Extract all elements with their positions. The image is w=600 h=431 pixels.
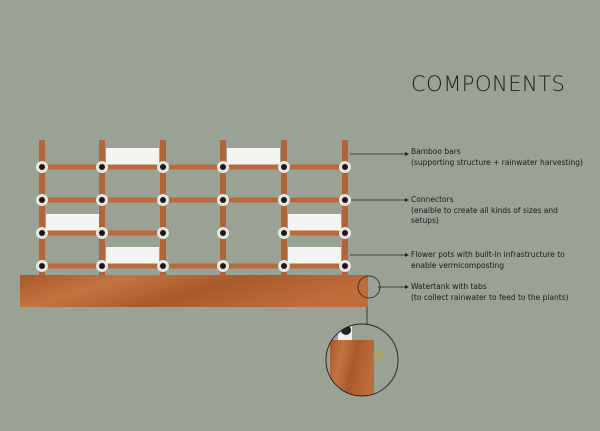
label-desc: (enalble to create all kinds of sizes an… xyxy=(411,205,558,226)
bamboo-bar xyxy=(42,197,102,203)
connector-hole xyxy=(160,164,166,170)
connector-hole xyxy=(281,263,287,269)
label-watertank: Watertank with tabs (to collect rainwate… xyxy=(411,282,569,303)
label-name: Bamboo bars xyxy=(411,147,461,156)
page-title: COMPONENTS xyxy=(411,72,566,96)
flower-pot xyxy=(46,214,99,231)
bamboo-bar xyxy=(102,263,163,269)
flower-pot xyxy=(227,148,280,165)
connector-hole xyxy=(342,230,348,236)
water-tank xyxy=(20,275,368,307)
bamboo-bar xyxy=(42,263,102,269)
connector-hole xyxy=(99,230,105,236)
connector-hole xyxy=(39,263,45,269)
connector-hole xyxy=(342,197,348,203)
label-bamboo-bars: Bamboo bars (supporting structure + rain… xyxy=(411,147,583,168)
bamboo-post xyxy=(220,140,226,275)
detail-marker xyxy=(357,275,381,299)
bamboo-bar xyxy=(223,164,284,170)
connector-hole xyxy=(99,263,105,269)
bamboo-post xyxy=(281,140,287,275)
connector-hole xyxy=(99,197,105,203)
flower-pot xyxy=(106,148,159,165)
bamboo-post xyxy=(99,140,105,275)
connector-hole xyxy=(281,230,287,236)
connector-hole xyxy=(39,164,45,170)
bamboo-bar xyxy=(102,164,163,170)
label-desc: (to collect rainwater to feed to the pla… xyxy=(411,292,569,302)
connector-hole xyxy=(160,230,166,236)
bamboo-post xyxy=(342,140,348,275)
label-name: Flower pots with built-in infrastructure… xyxy=(411,250,565,270)
connector-hole xyxy=(281,197,287,203)
connector-hole xyxy=(160,197,166,203)
flower-pot xyxy=(288,214,341,231)
bamboo-bar xyxy=(163,164,223,170)
label-name: Watertank with tabs xyxy=(411,282,487,291)
connector-hole xyxy=(220,197,226,203)
bamboo-bar xyxy=(284,263,345,269)
connector-hole xyxy=(342,263,348,269)
bamboo-bar xyxy=(163,197,223,203)
label-desc: (supporting structure + rainwater harves… xyxy=(411,157,583,167)
connector-hole xyxy=(99,164,105,170)
connector-hole xyxy=(220,263,226,269)
flower-pot xyxy=(106,247,159,264)
bamboo-post xyxy=(39,140,45,275)
detail-zoom xyxy=(325,323,399,397)
connector-hole xyxy=(281,164,287,170)
bamboo-bar xyxy=(284,164,345,170)
bamboo-bar xyxy=(42,164,102,170)
connector-hole xyxy=(39,230,45,236)
bamboo-bar xyxy=(102,230,163,236)
bamboo-bar xyxy=(42,230,102,236)
connector-hole xyxy=(39,197,45,203)
connector-hole xyxy=(160,263,166,269)
connector-hole xyxy=(220,230,226,236)
bamboo-bar xyxy=(223,263,284,269)
bamboo-bar xyxy=(284,230,345,236)
bamboo-bar xyxy=(284,197,345,203)
bamboo-post xyxy=(160,140,166,275)
bamboo-bar xyxy=(102,197,163,203)
flower-pot xyxy=(288,247,341,264)
bamboo-bar xyxy=(223,197,284,203)
connector-hole xyxy=(220,164,226,170)
label-flower-pots: Flower pots with built-in infrastructure… xyxy=(411,250,571,271)
connector-hole xyxy=(342,164,348,170)
label-connectors: Connectors (enalble to create all kinds … xyxy=(411,195,561,227)
bamboo-bar xyxy=(163,263,223,269)
label-name: Connectors xyxy=(411,195,454,204)
